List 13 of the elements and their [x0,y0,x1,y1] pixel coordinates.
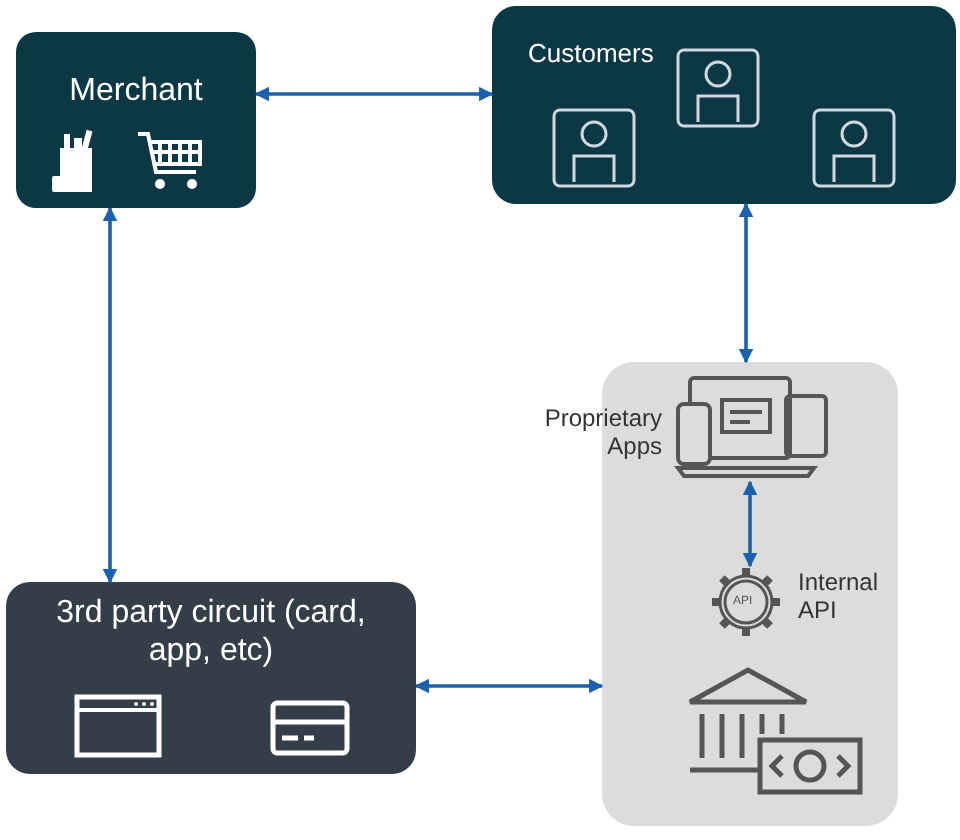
customers-box [492,6,956,204]
third-party-box [6,582,416,774]
node-label: Internal API [798,568,881,626]
double-arrow [742,480,758,568]
box-title: Customers [528,38,656,70]
merchant-box [16,32,256,208]
double-arrow [254,86,494,102]
double-arrow [414,678,604,694]
box-title: 3rd party circuit (card, app, etc) [56,594,366,671]
double-arrow [102,206,118,584]
box-title: Merchant [67,72,205,111]
double-arrow [738,202,754,364]
node-label: Proprietary Apps [542,404,662,462]
